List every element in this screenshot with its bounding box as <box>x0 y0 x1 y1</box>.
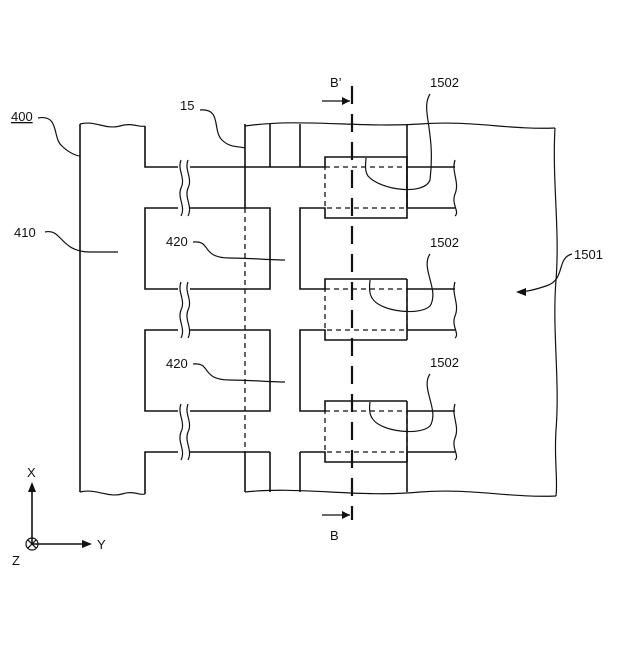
body-400 <box>80 123 245 495</box>
section-line-bb <box>322 86 352 520</box>
axis-y-label: Y <box>97 537 106 552</box>
region-1501 <box>245 123 557 496</box>
axis-z-label: Z <box>12 553 20 568</box>
label-section-top: B’ <box>330 75 342 90</box>
label-section-bottom: B <box>330 528 339 543</box>
label-420-lower: 420 <box>166 356 188 371</box>
label-1502-middle: 1502 <box>430 235 459 250</box>
axes-indicator: X Y Z <box>12 465 106 568</box>
label-1501: 1501 <box>574 247 603 262</box>
label-1502-lower: 1502 <box>430 355 459 370</box>
label-410: 410 <box>14 225 36 240</box>
break-symbols <box>180 160 190 460</box>
label-1502-upper: 1502 <box>430 75 459 90</box>
label-15: 15 <box>180 98 194 113</box>
label-400: 400 <box>11 109 33 124</box>
x-arrow-icon <box>28 482 36 492</box>
leader-lines <box>38 94 572 432</box>
label-420-upper: 420 <box>166 234 188 249</box>
axis-x-label: X <box>27 465 36 480</box>
layer-15 <box>245 124 300 492</box>
y-arrow-icon <box>82 540 92 548</box>
